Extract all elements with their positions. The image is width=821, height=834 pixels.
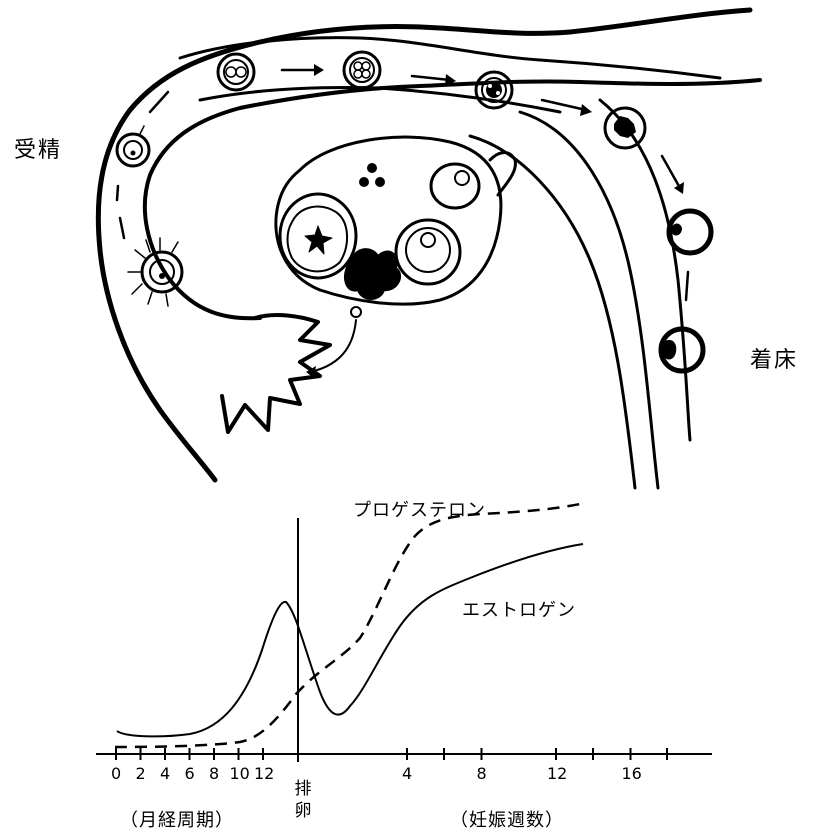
x-tick-label: 12: [547, 764, 567, 783]
ovary-dot: [367, 163, 377, 173]
series-estrogen: [117, 544, 583, 736]
x-tick-label: 0: [111, 764, 121, 783]
ovary-dot: [375, 177, 385, 187]
legend-estrogen: エストロゲン: [462, 596, 576, 622]
x-tick-label: 6: [185, 764, 195, 783]
x-tick-label: 4: [160, 764, 170, 783]
blastocyst: [605, 108, 645, 148]
x-tick-label: 10: [230, 764, 250, 783]
released-ovum: [351, 307, 361, 317]
fertilized-egg: [117, 126, 149, 166]
x-tick-label: 4: [402, 764, 412, 783]
follicle-star: [305, 226, 332, 254]
label-implantation: 着床: [750, 342, 798, 374]
uterus-wall-3: [600, 100, 690, 440]
follicle-small-oocyte: [455, 171, 469, 185]
hormone-chart: [96, 504, 712, 762]
egg-with-sperm: [128, 238, 186, 306]
ovulation-path: [310, 320, 356, 372]
follicle-mature-oocyte: [421, 233, 435, 247]
follicle-small: [431, 164, 479, 208]
x-tick-label: 12: [254, 764, 274, 783]
uterus-wall-2: [520, 112, 658, 488]
legend-progesterone: プロゲステロン: [353, 496, 486, 522]
x-tick-label: 2: [136, 764, 146, 783]
tube-inner-wall: [145, 80, 760, 318]
ovulation-label-top: 排: [291, 778, 315, 800]
two-cell-embryo: [218, 54, 254, 90]
label-fertilization: 受精: [14, 132, 62, 164]
axis-label-pregnancy-weeks: （妊娠週数）: [450, 806, 564, 832]
x-tick-label: 16: [622, 764, 642, 783]
ovulation-label-bottom: 卵: [291, 800, 315, 822]
follicle-mature-inner: [406, 228, 450, 272]
x-tick-label: 8: [477, 764, 487, 783]
implanting-blastocyst-1: [669, 211, 711, 253]
morula: [476, 72, 512, 108]
uterus-wall-1: [470, 136, 635, 488]
axis-label-menstrual-cycle: （月経周期）: [120, 806, 234, 832]
x-tick-label: 8: [209, 764, 219, 783]
tube-illustration: [98, 10, 760, 488]
four-cell-embryo: [344, 52, 380, 88]
ruptured-follicle: [345, 249, 400, 299]
ovary-dot: [359, 177, 369, 187]
